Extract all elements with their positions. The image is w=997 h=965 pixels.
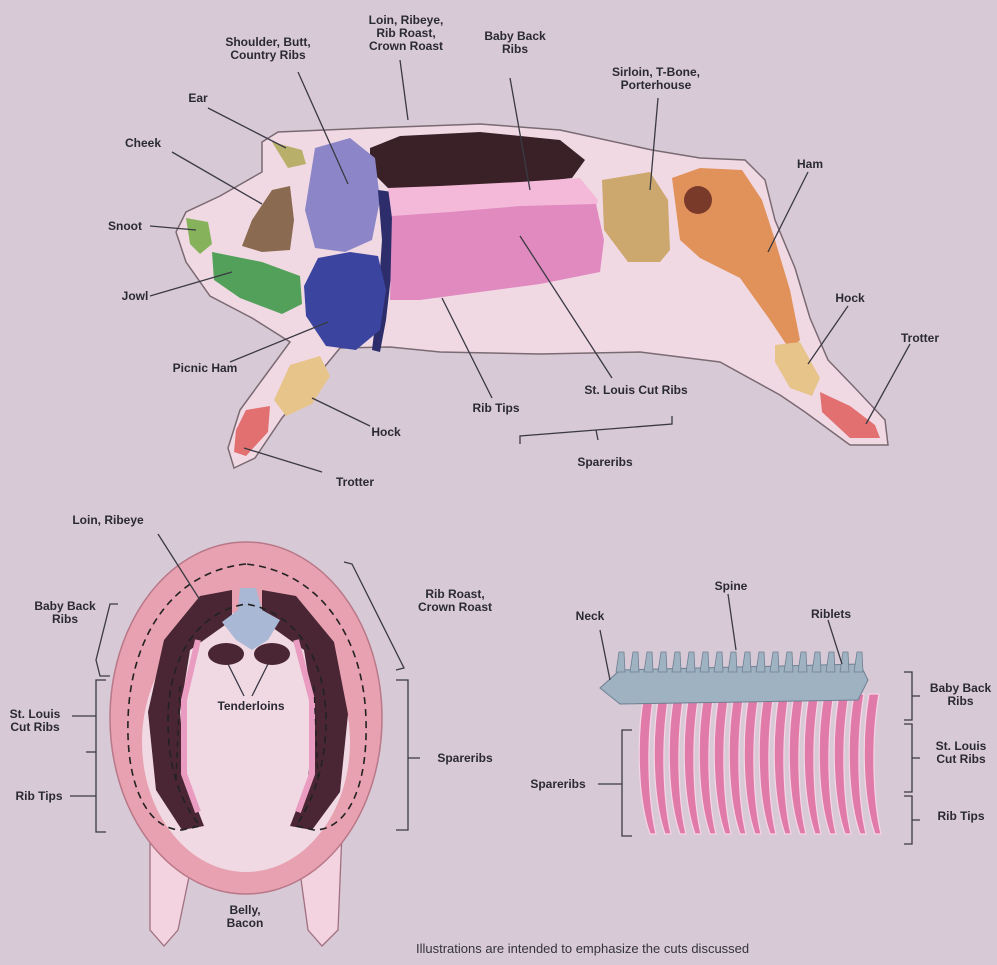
vertebra [812, 652, 821, 672]
pig-side-view [150, 60, 910, 472]
label-belly: Belly, Bacon [200, 904, 290, 930]
vertebra [854, 652, 863, 672]
label-st-louis-cs: St. Louis Cut Ribs [0, 708, 70, 734]
leader-cheek [172, 152, 262, 204]
label-loin: Loin, Ribeye, Rib Roast, Crown Roast [356, 14, 456, 53]
rib-bone [774, 694, 791, 834]
rib-bone [759, 694, 776, 834]
label-ear: Ear [180, 92, 216, 105]
label-cheek: Cheek [118, 137, 168, 150]
vertebra [686, 652, 695, 672]
label-neck: Neck [560, 610, 620, 623]
bracket-st-louis [86, 680, 106, 832]
vertebra [658, 652, 667, 672]
rib-bone [834, 694, 851, 834]
label-loin-ribeye: Loin, Ribeye [48, 514, 168, 527]
leader-ear [208, 108, 286, 148]
label-hock-front: Hock [356, 426, 416, 439]
label-tenderloins: Tenderloins [196, 700, 306, 713]
label-st-louis-pig: St. Louis Cut Ribs [568, 384, 704, 397]
vertebra [630, 652, 639, 672]
rib-bone [789, 694, 806, 834]
vertebra [770, 652, 779, 672]
label-spareribs-cs: Spareribs [420, 752, 510, 765]
leader-loin [400, 60, 408, 120]
vertebra [784, 652, 793, 672]
vertebra [728, 652, 737, 672]
label-spareribs-pig: Spareribs [560, 456, 650, 469]
label-rib-tips-rack: Rib Tips [926, 810, 996, 823]
vertebra [714, 652, 723, 672]
vertebra [616, 652, 625, 672]
label-rib-tips-cs: Rib Tips [6, 790, 72, 803]
label-picnic-ham: Picnic Ham [160, 362, 250, 375]
bracket-spareribs-cs [396, 680, 420, 830]
label-baby-back-pig: Baby Back Ribs [470, 30, 560, 56]
rib-bone [804, 694, 821, 834]
tenderloin-left [208, 643, 244, 665]
label-ham: Ham [790, 158, 830, 171]
vertebra [742, 652, 751, 672]
rib-bone [729, 694, 746, 834]
rib-bone [684, 694, 701, 834]
label-sirloin: Sirloin, T-Bone, Porterhouse [596, 66, 716, 92]
rib-bone [744, 694, 761, 834]
tenderloin-right [254, 643, 290, 665]
label-shoulder: Shoulder, Butt, Country Ribs [208, 36, 328, 62]
leader-ham [768, 172, 808, 252]
vertebra [798, 652, 807, 672]
label-snoot: Snoot [100, 220, 150, 233]
rib-bone [819, 694, 836, 834]
shoulder-cut [305, 138, 380, 252]
label-rib-tips-pig: Rib Tips [464, 402, 528, 415]
label-st-louis-rack: St. Louis Cut Ribs [926, 740, 996, 766]
cross-section-view [70, 534, 420, 946]
rib-rack-view [600, 652, 881, 834]
rib-bone [699, 694, 716, 834]
bracket-rack-stlouis [904, 724, 920, 792]
vertebra [756, 652, 765, 672]
leader-spine [728, 594, 736, 650]
label-trotter-front: Trotter [320, 476, 390, 489]
label-baby-back-cs: Baby Back Ribs [20, 600, 110, 626]
leader-hock-front [312, 398, 370, 426]
label-rib-roast-cs: Rib Roast, Crown Roast [400, 588, 510, 614]
vertebra [826, 652, 835, 672]
label-baby-back-rack: Baby Back Ribs [924, 682, 997, 708]
label-spine: Spine [696, 580, 766, 593]
vertebra [700, 652, 709, 672]
caption: Illustrations are intended to emphasize … [416, 942, 997, 955]
spareribs-bracket [520, 416, 672, 444]
rib-bone [654, 694, 671, 834]
rib-bone [669, 694, 686, 834]
rib-bone [849, 694, 866, 834]
ham-bone [684, 186, 712, 214]
label-trotter-rear: Trotter [890, 332, 950, 345]
bracket-rack-babyback [904, 672, 920, 720]
rib-bone [639, 694, 656, 834]
rib-bone [714, 694, 731, 834]
label-spareribs-rack: Spareribs [516, 778, 600, 791]
label-riblets: Riblets [796, 608, 866, 621]
rib-bone [864, 694, 881, 834]
vertebra [672, 652, 681, 672]
bracket-rack-riptips [904, 796, 920, 844]
label-jowl: Jowl [116, 290, 154, 303]
vertebra [644, 652, 653, 672]
bracket-rack-spareribs [598, 730, 632, 836]
leader-trotter-front [244, 448, 322, 472]
leader-trotter-rear [866, 344, 910, 424]
label-hock-rear: Hock [830, 292, 870, 305]
leader-neck [600, 630, 610, 680]
